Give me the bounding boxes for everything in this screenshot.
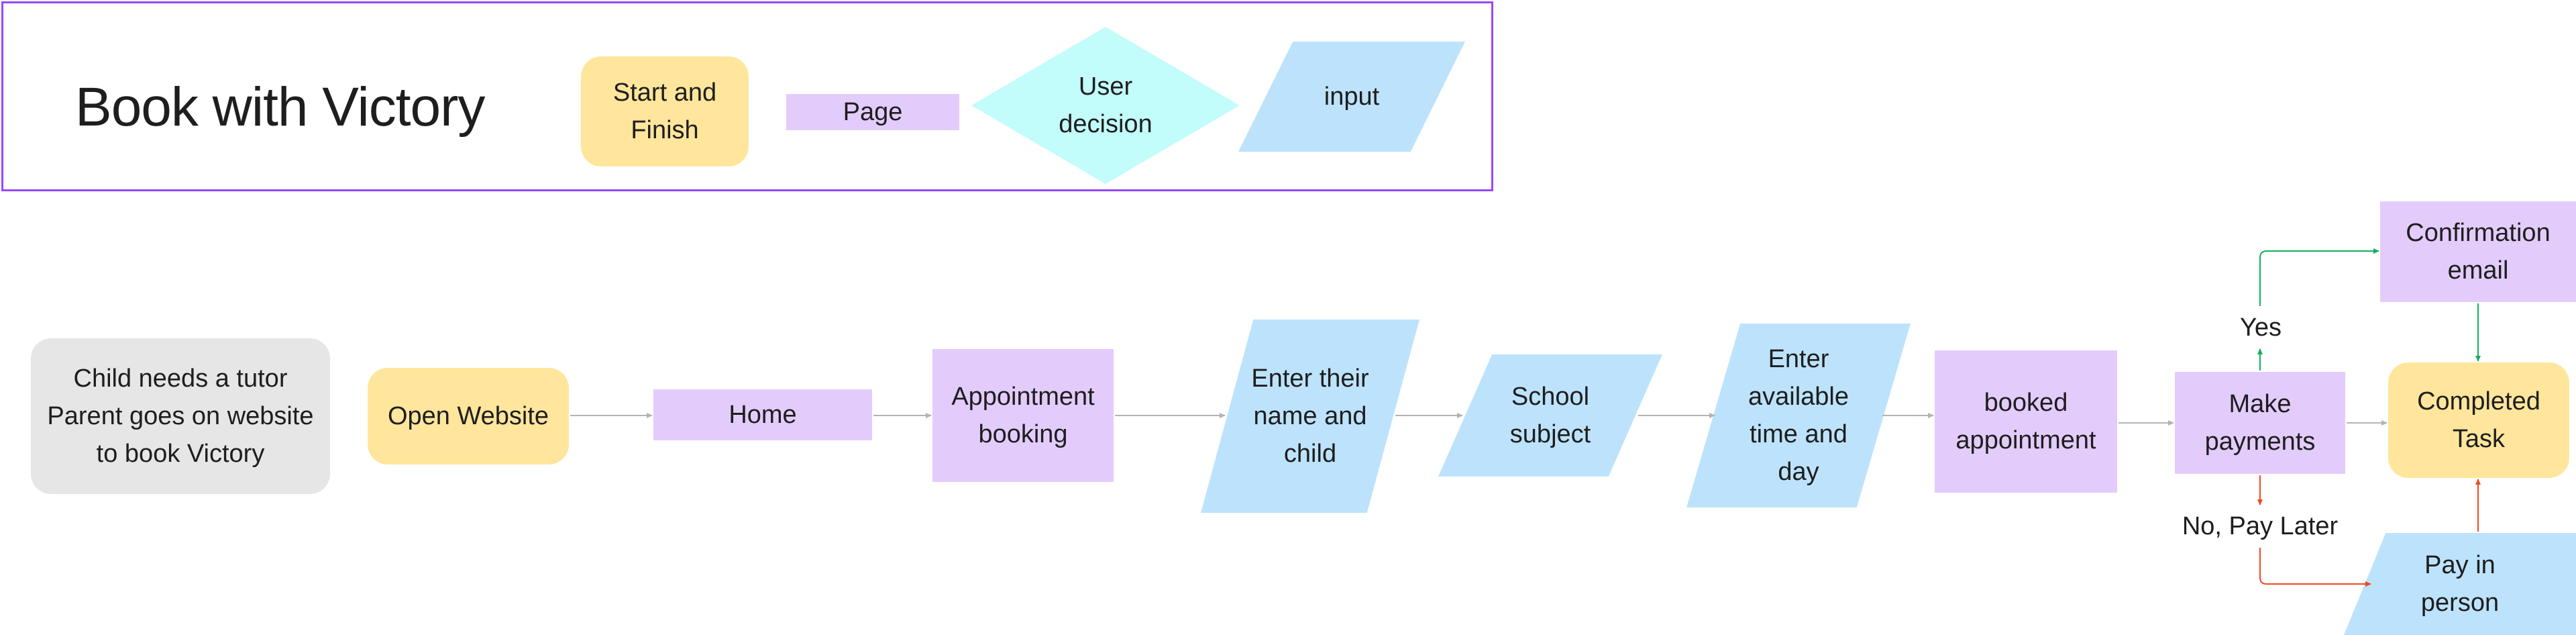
- finish-completed-task: Completed Task: [2388, 362, 2569, 478]
- appointment-booking-label: Appointment booking: [951, 383, 1095, 448]
- legend-input-label: input: [1324, 83, 1380, 111]
- parallelogram-shape: [2344, 533, 2576, 635]
- page-confirmation-email: Confirmation email: [2380, 201, 2576, 302]
- start-label: Open Website: [387, 402, 549, 430]
- page-appointment-booking: Appointment booking: [932, 349, 1114, 482]
- input-pay-in-person: Pay in person: [2344, 533, 2576, 635]
- input-available-time: Enter available time and day: [1686, 324, 1911, 507]
- legend-terminal-label: Start and Finish: [612, 79, 717, 144]
- enter-name-label: Enter their name and child: [1251, 364, 1369, 468]
- legend-title: Book with Victory: [75, 77, 485, 138]
- legend-terminal: Start and Finish: [581, 56, 749, 166]
- page-make-payments: Make payments: [2175, 372, 2345, 474]
- scenario-note-label: Child needs a tutor Parent goes on websi…: [47, 364, 314, 468]
- legend-input: input: [1238, 42, 1465, 152]
- branch-label-yes: Yes: [2214, 307, 2308, 348]
- pay-in-person-label: Pay in person: [2420, 551, 2500, 617]
- booked-appointment-label: booked appointment: [1955, 389, 2096, 454]
- school-subject-label: School subject: [1509, 383, 1591, 448]
- yes-label: Yes: [2240, 313, 2282, 342]
- page-booked-appointment: booked appointment: [1935, 350, 2117, 493]
- input-name-and-child: Enter their name and child: [1201, 320, 1419, 513]
- connector-yes-to-email: [2259, 248, 2379, 306]
- legend-decision-label: User decision: [1059, 72, 1152, 138]
- start-open-website: Open Website: [368, 368, 569, 465]
- enter-time-label: Enter available time and day: [1748, 345, 1849, 486]
- legend-page-label: Page: [843, 98, 903, 126]
- home-label: Home: [729, 401, 797, 429]
- no-label: No, Pay Later: [2182, 512, 2339, 540]
- page-home: Home: [653, 389, 872, 440]
- completed-task-label: Completed Task: [2417, 387, 2540, 453]
- branch-label-no: No, Pay Later: [2168, 506, 2352, 546]
- legend-decision: User decision: [971, 27, 1240, 184]
- input-school-subject: School subject: [1438, 354, 1662, 477]
- scenario-note: Child needs a tutor Parent goes on websi…: [31, 338, 330, 494]
- confirmation-email-label: Confirmation email: [2406, 219, 2551, 285]
- legend-page: Page: [786, 94, 959, 130]
- make-payments-label: Make payments: [2204, 390, 2316, 456]
